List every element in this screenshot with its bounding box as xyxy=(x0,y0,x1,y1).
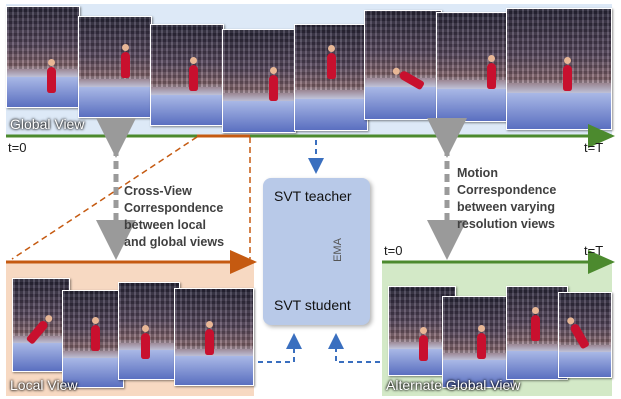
global-view-panel xyxy=(6,4,612,136)
local-view-panel xyxy=(6,262,254,396)
global-t-start: t=0 xyxy=(8,140,27,155)
ema-label: EMA xyxy=(331,238,344,262)
motion-annotation: Motion Correspondence between varying re… xyxy=(457,165,556,233)
video-frame xyxy=(436,12,514,122)
alternate-t-end: t=T xyxy=(584,243,604,258)
annotation-line: between varying xyxy=(457,200,555,214)
local-view-label: Local View xyxy=(10,377,78,393)
svt-teacher-label: SVT teacher xyxy=(274,188,352,204)
video-frame xyxy=(150,24,224,126)
alternate-t-start: t=0 xyxy=(384,243,403,258)
annotation-line: Correspondence xyxy=(457,183,557,197)
svt-model-box xyxy=(263,178,370,325)
video-frame xyxy=(12,278,70,372)
global-view-label: Global View xyxy=(10,116,85,132)
alternate-global-view-panel xyxy=(382,262,612,396)
annotation-line: between local xyxy=(124,218,206,232)
annotation-line: and global views xyxy=(124,235,225,249)
annotation-line: resolution views xyxy=(457,217,555,231)
cross-view-annotation: Cross-View Correspondence between local … xyxy=(124,183,224,251)
annotation-line: Cross-View xyxy=(124,184,192,198)
video-frame xyxy=(6,6,80,108)
video-frame xyxy=(222,29,296,133)
alternate-to-student-arrow xyxy=(328,333,380,363)
video-frame xyxy=(506,8,612,130)
alternate-global-view-label: Alternate Global View xyxy=(386,377,521,393)
video-frame xyxy=(506,286,568,380)
video-frame xyxy=(62,290,124,388)
svt-student-label: SVT student xyxy=(274,297,351,313)
video-frame xyxy=(442,296,514,388)
video-frame xyxy=(118,282,180,380)
annotation-line: Motion xyxy=(457,166,498,180)
video-frame xyxy=(174,288,254,386)
global-t-end: t=T xyxy=(584,140,604,155)
video-frame xyxy=(364,10,442,120)
video-frame xyxy=(558,292,612,378)
annotation-line: Correspondence xyxy=(124,201,224,215)
local-to-student-arrow xyxy=(258,333,302,363)
